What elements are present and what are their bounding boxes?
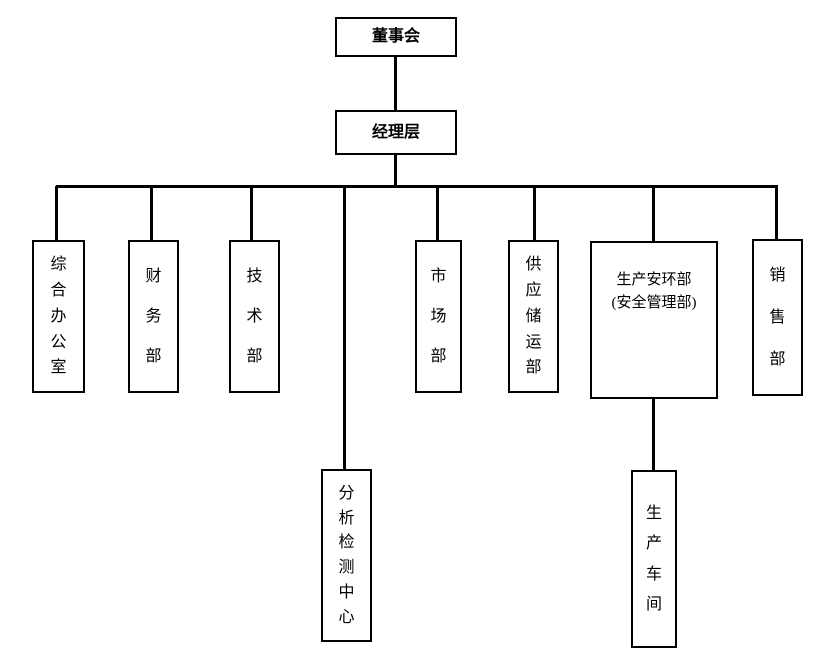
connector-drop-marketing (436, 186, 439, 241)
node-production-safety-dept: 生产安环部 (安全管理部) (590, 241, 718, 399)
connector-drop-analysis-center (343, 186, 346, 470)
node-marketing-dept: 市场部 (415, 240, 462, 393)
node-general-office: 综合办公室 (32, 240, 85, 393)
node-board-of-directors-label: 董事会 (371, 28, 420, 46)
node-production-workshop: 生产车间 (631, 470, 677, 648)
node-technology-dept: 技术部 (229, 240, 280, 393)
node-production-safety-dept-label: 生产安环部 (616, 272, 692, 288)
connector-management-to-trunk (394, 154, 397, 186)
node-supply-storage-transport-dept: 供应储运部 (508, 240, 559, 393)
node-management-layer: 经理层 (335, 110, 457, 155)
connector-drop-sales (775, 186, 778, 240)
node-board-of-directors: 董事会 (335, 17, 457, 57)
node-sales-dept: 销售部 (752, 239, 803, 396)
connector-production-safety-to-workshop (652, 398, 655, 471)
connector-drop-general-office (55, 186, 58, 241)
connector-drop-supply (533, 186, 536, 241)
connector-drop-finance (150, 186, 153, 241)
node-analysis-testing-center: 分析检测中心 (321, 469, 372, 642)
node-finance-dept: 财务部 (128, 240, 179, 393)
node-production-safety-dept-sublabel: (安全管理部) (611, 295, 697, 312)
connector-drop-production-safety (652, 186, 655, 242)
connector-drop-technology (250, 186, 253, 241)
node-management-layer-label: 经理层 (371, 123, 420, 141)
connector-board-to-management (394, 56, 397, 110)
connector-trunk (56, 185, 778, 188)
